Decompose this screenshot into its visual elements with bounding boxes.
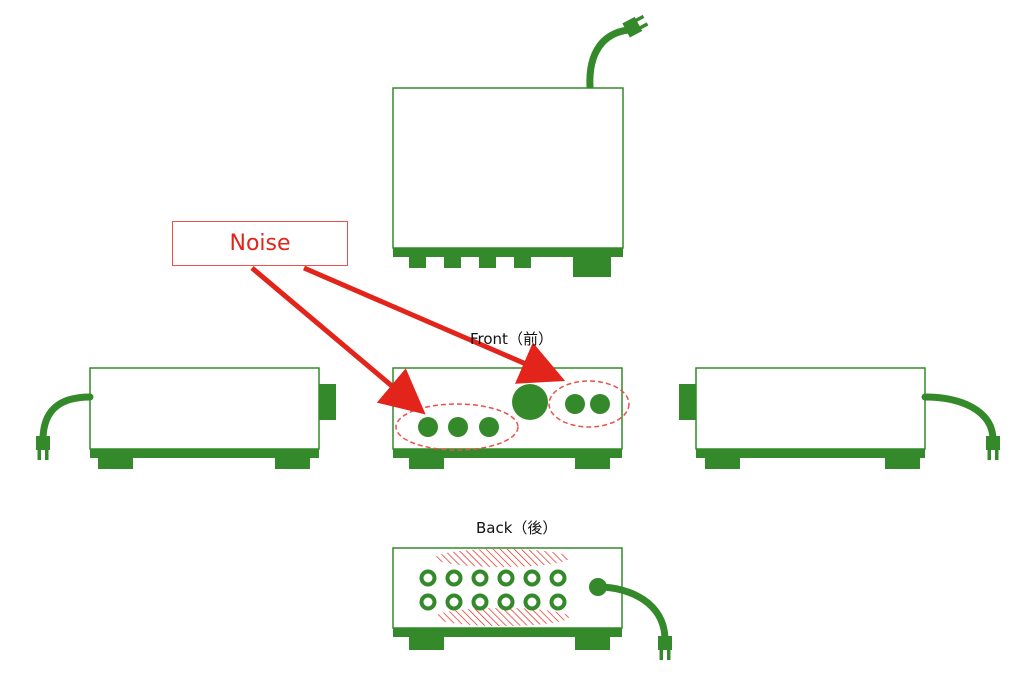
front-large-knob: [512, 384, 548, 420]
left-side-view-device: [36, 367, 336, 469]
front-view-foot-1: [409, 458, 444, 469]
back-jack: [419, 593, 437, 611]
back-jack: [497, 593, 515, 611]
right-side-base: [696, 449, 925, 458]
front-knob-1: [418, 417, 438, 437]
noise-arrow-to-left-knobs: [250, 266, 426, 415]
top-view-device: [392, 14, 649, 277]
noise-hatch-top: [435, 549, 569, 567]
noise-highlight-right: [548, 380, 630, 428]
back-jack: [549, 593, 567, 611]
back-jack: [445, 593, 463, 611]
noise-hatch-bottom: [435, 608, 569, 626]
top-view-body: [392, 87, 624, 249]
plug-right-icon: [986, 436, 1000, 460]
back-jacks-row-1: [419, 569, 567, 587]
back-jack: [523, 593, 541, 611]
back-jack: [445, 569, 463, 587]
noise-callout: Noise: [172, 221, 348, 266]
back-jacks-row-2: [419, 593, 567, 611]
front-knob-4: [565, 394, 585, 414]
power-cord-left: [39, 393, 94, 444]
back-view-base: [393, 628, 622, 637]
power-cord-right: [921, 393, 997, 444]
back-jack: [523, 569, 541, 587]
power-cord-back: [594, 583, 669, 644]
back-jack: [471, 569, 489, 587]
back-jack: [497, 569, 515, 587]
left-side-foot-2: [275, 458, 310, 469]
top-view-base: [393, 248, 623, 257]
back-jack: [471, 593, 489, 611]
top-view-knob-1: [409, 257, 426, 268]
back-jack: [419, 569, 437, 587]
right-side-knob-profile: [679, 384, 696, 420]
top-view-knob-4: [514, 257, 531, 268]
right-side-body: [695, 367, 926, 450]
left-side-base: [90, 449, 319, 458]
plug-left-icon: [36, 436, 50, 460]
noise-arrow-to-right-knobs: [303, 265, 566, 384]
power-cord-top: [586, 26, 632, 92]
back-view-label: Back（後）: [476, 519, 558, 537]
top-view-large-knob: [573, 257, 611, 277]
power-inlet-back: [589, 578, 607, 596]
front-view-base: [393, 449, 622, 458]
back-view-foot-1: [409, 637, 444, 650]
noise-label: Noise: [229, 231, 291, 256]
front-knob-3: [479, 417, 499, 437]
right-side-view-device: [679, 367, 1000, 469]
plug-top-icon: [622, 14, 649, 38]
right-side-foot-2: [885, 458, 920, 469]
front-knob-5: [590, 394, 610, 414]
front-view-label: Front（前）: [470, 330, 553, 348]
back-jack: [549, 569, 567, 587]
front-view-device: [392, 367, 630, 469]
right-side-foot-1: [705, 458, 740, 469]
left-side-body: [89, 367, 320, 450]
plug-back-icon: [658, 636, 672, 660]
left-side-knob-profile: [319, 384, 336, 420]
top-view-knob-3: [479, 257, 496, 268]
noise-highlight-left: [395, 403, 519, 451]
noise-arrows: [250, 265, 566, 415]
top-view-knob-2: [444, 257, 461, 268]
left-side-foot-1: [98, 458, 133, 469]
front-view-foot-2: [575, 458, 610, 469]
back-view-device: [392, 547, 672, 660]
back-view-foot-2: [575, 637, 610, 650]
front-knob-2: [448, 417, 468, 437]
